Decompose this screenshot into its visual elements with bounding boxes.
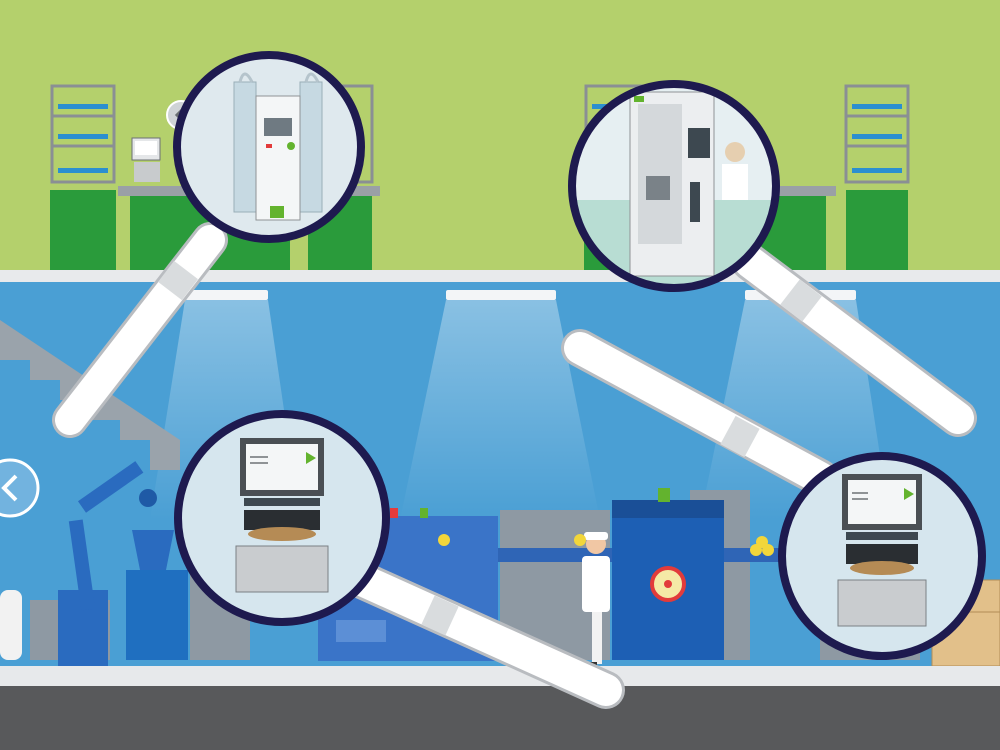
lab-shelf-right	[844, 84, 910, 184]
factory-worker	[582, 532, 610, 668]
multi-column-instrument	[177, 55, 361, 239]
lab-bench	[50, 190, 116, 270]
hopper-machine	[126, 530, 188, 660]
test-tube-rack	[58, 104, 108, 173]
magnifier-press-machine-left[interactable]	[174, 410, 625, 709]
material-sacks	[0, 590, 22, 660]
press-machine	[782, 456, 982, 656]
magnifier-multi-column-instrument[interactable]	[52, 51, 365, 438]
magnifier-press-machine-right[interactable]	[778, 452, 986, 660]
small-press-machine	[131, 137, 161, 182]
magnifier-handle	[343, 561, 625, 709]
press-machine	[178, 414, 386, 622]
lab-shelf-left	[50, 84, 116, 184]
magnifier-handle	[731, 243, 977, 437]
robot-arm	[58, 461, 157, 670]
blue-tank	[612, 488, 724, 660]
lab-bench	[846, 190, 908, 270]
chevron-left-icon[interactable]	[0, 458, 40, 518]
magnifier-handle	[52, 222, 228, 438]
magnifier-handle	[561, 329, 839, 497]
yellow-parts	[574, 534, 774, 556]
floor	[0, 686, 1000, 750]
